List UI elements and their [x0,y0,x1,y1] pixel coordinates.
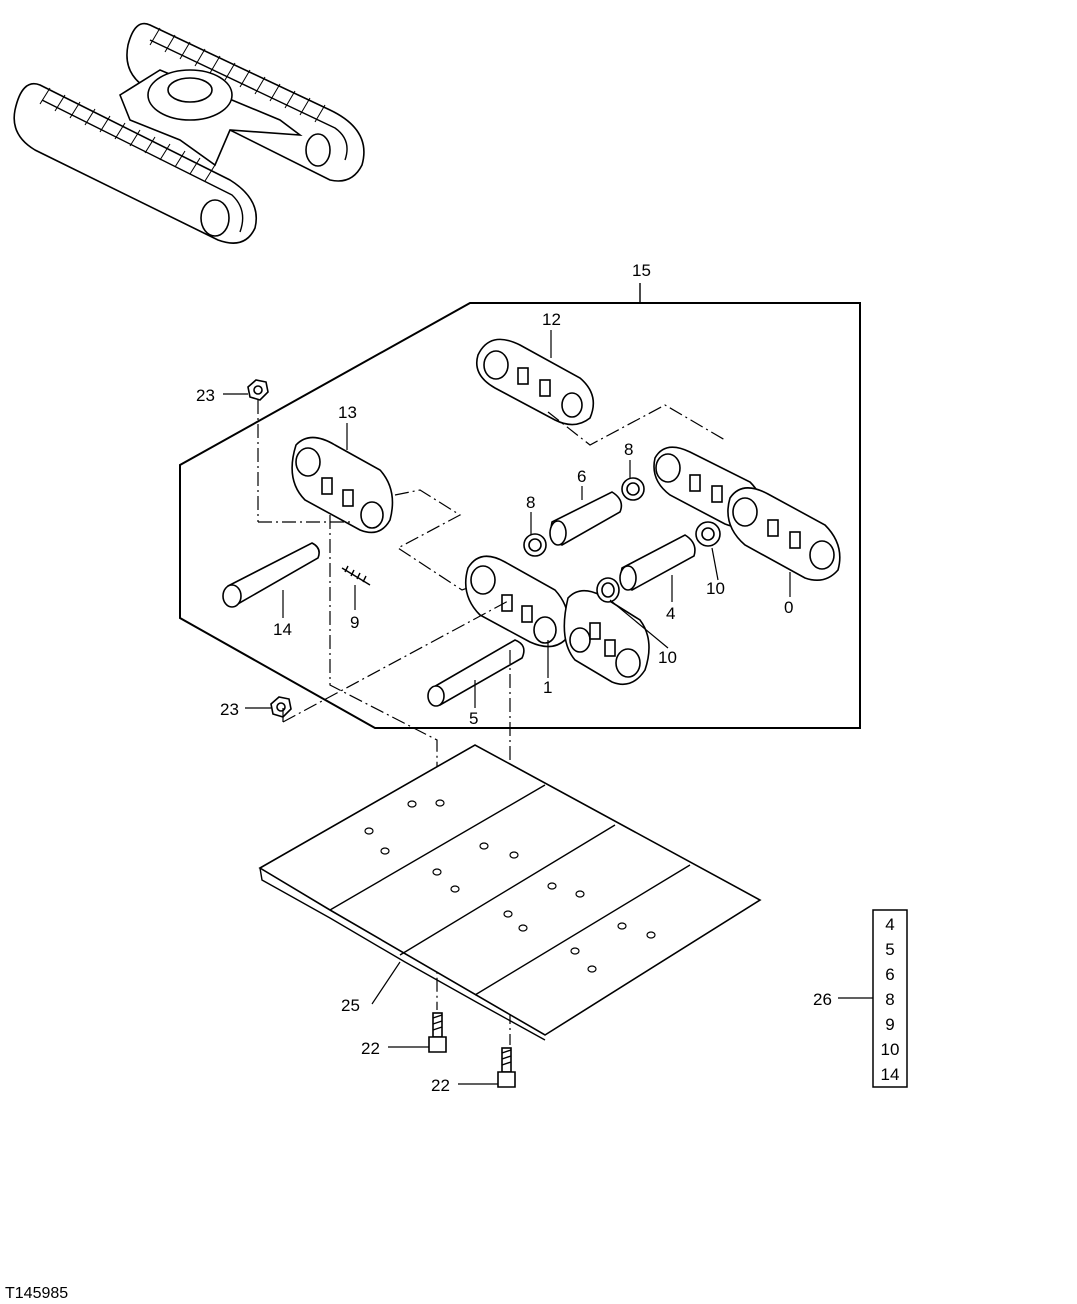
callout-4: 4 [666,604,675,623]
spring-pin-9 [341,565,371,586]
track-link-1 [464,555,570,648]
pin-5 [427,639,525,707]
callout-22-left: 22 [361,1039,380,1058]
undercarriage-overview-illustration [13,22,365,244]
track-shoe-25 [258,744,762,1041]
kit-item: 9 [885,1015,894,1034]
callout-15: 15 [632,261,651,280]
nut-23-upper [247,379,269,401]
kit-item: 10 [881,1040,900,1059]
callout-12: 12 [542,310,561,329]
link-assembly-kit-outline [179,283,861,729]
kit-item: 8 [885,990,894,1009]
callout-9: 9 [350,613,359,632]
callout-23-upper: 23 [196,386,215,405]
callout-1: 1 [543,678,552,697]
bolt-22-left [428,1012,447,1053]
leader-lines [223,330,873,1085]
figure-reference-code: T145985 [5,1285,68,1302]
track-link-0 [727,487,841,581]
callout-10-right: 10 [706,579,725,598]
callout-10-left: 10 [658,648,677,667]
bushing-6 [549,491,623,546]
track-link-right-lower [563,589,650,686]
bushing-4 [619,534,696,591]
bolt-22-right [497,1047,516,1088]
track-link-13 [291,436,394,534]
kit-item: 14 [881,1065,900,1084]
master-pin-14 [222,542,320,608]
track-link-12 [476,338,595,426]
kit-item: 6 [885,965,894,984]
callout-26: 26 [813,990,832,1009]
callout-5: 5 [469,709,478,728]
callout-23-lower: 23 [220,700,239,719]
callout-13: 13 [338,403,357,422]
callout-25: 25 [341,996,360,1015]
seal-10-left [596,577,620,603]
callout-labels: 15 12 13 23 8 8 6 4 10 10 0 14 9 1 5 23 … [196,261,832,1095]
callout-6: 6 [577,467,586,486]
callout-8-right: 8 [624,440,633,459]
nut-23-lower [270,696,292,718]
callout-14: 14 [273,620,292,639]
callout-8-left: 8 [526,493,535,512]
seal-8-left [523,533,547,557]
seal-10-right [695,521,721,547]
callout-0: 0 [784,598,793,617]
callout-22-right: 22 [431,1076,450,1095]
kit-item: 4 [885,915,894,934]
kit-item: 5 [885,940,894,959]
seal-8-right [621,477,645,501]
kit-26-contents-box: 4 5 6 8 9 10 14 [872,909,908,1088]
